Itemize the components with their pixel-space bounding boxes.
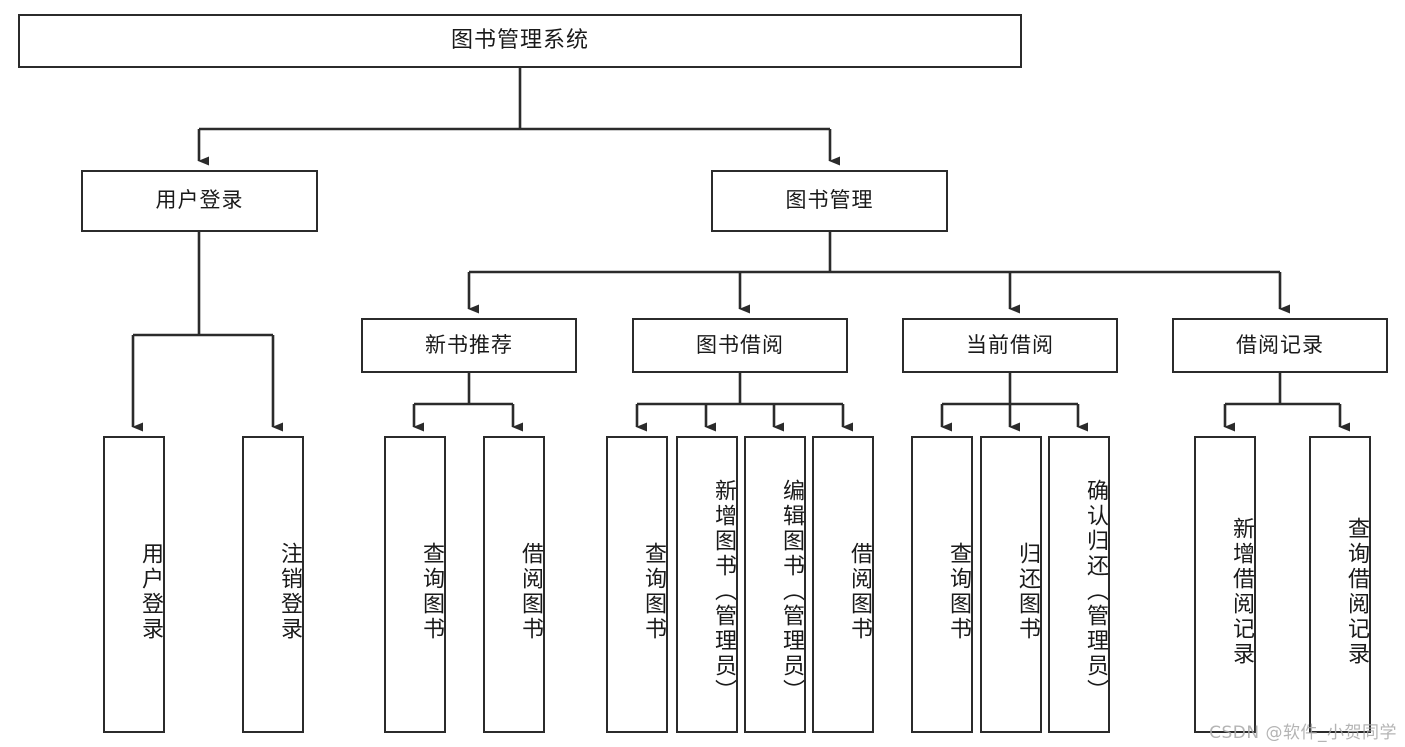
node-book-borrow[interactable]: 图书借阅 [632, 318, 848, 373]
node-leaf-user-login[interactable]: 用户登录 [103, 436, 165, 733]
node-root[interactable]: 图书管理系统 [18, 14, 1022, 68]
node-borrow-record[interactable]: 借阅记录 [1172, 318, 1388, 373]
node-leaf-query-book-2-label: 查询图书 [641, 541, 666, 642]
node-leaf-return-book-label: 归还图书 [1015, 541, 1040, 642]
node-leaf-add-record[interactable]: 新增借阅记录 [1194, 436, 1256, 733]
node-leaf-confirm-return[interactable]: 确认归还（管理员） [1048, 436, 1110, 733]
node-leaf-add-book-label: 新增图书（管理员） [711, 479, 736, 704]
node-leaf-query-book-3-label: 查询图书 [946, 541, 971, 642]
node-leaf-borrow-book-2[interactable]: 借阅图书 [812, 436, 874, 733]
node-new-book-rec[interactable]: 新书推荐 [361, 318, 577, 373]
node-leaf-edit-book[interactable]: 编辑图书（管理员） [744, 436, 806, 733]
node-leaf-confirm-return-label: 确认归还（管理员） [1083, 479, 1108, 704]
node-leaf-borrow-book-1-label: 借阅图书 [518, 541, 543, 642]
node-leaf-logout[interactable]: 注销登录 [242, 436, 304, 733]
node-current-borrow[interactable]: 当前借阅 [902, 318, 1118, 373]
node-leaf-query-book-2[interactable]: 查询图书 [606, 436, 668, 733]
node-leaf-query-book-1-label: 查询图书 [419, 541, 444, 642]
node-leaf-logout-label: 注销登录 [277, 541, 302, 642]
node-leaf-query-record-label: 查询借阅记录 [1344, 516, 1369, 667]
node-leaf-borrow-book-1[interactable]: 借阅图书 [483, 436, 545, 733]
node-leaf-query-record[interactable]: 查询借阅记录 [1309, 436, 1371, 733]
node-leaf-query-book-1[interactable]: 查询图书 [384, 436, 446, 733]
node-leaf-edit-book-label: 编辑图书（管理员） [779, 479, 804, 704]
node-leaf-add-record-label: 新增借阅记录 [1229, 516, 1254, 667]
watermark-text: CSDN @软件_小贺同学 [1209, 723, 1397, 743]
node-leaf-user-login-label: 用户登录 [138, 541, 163, 642]
node-book-manage[interactable]: 图书管理 [711, 170, 948, 232]
node-leaf-add-book[interactable]: 新增图书（管理员） [676, 436, 738, 733]
node-leaf-borrow-book-2-label: 借阅图书 [847, 541, 872, 642]
node-leaf-query-book-3[interactable]: 查询图书 [911, 436, 973, 733]
node-user-login[interactable]: 用户登录 [81, 170, 318, 232]
node-leaf-return-book[interactable]: 归还图书 [980, 436, 1042, 733]
